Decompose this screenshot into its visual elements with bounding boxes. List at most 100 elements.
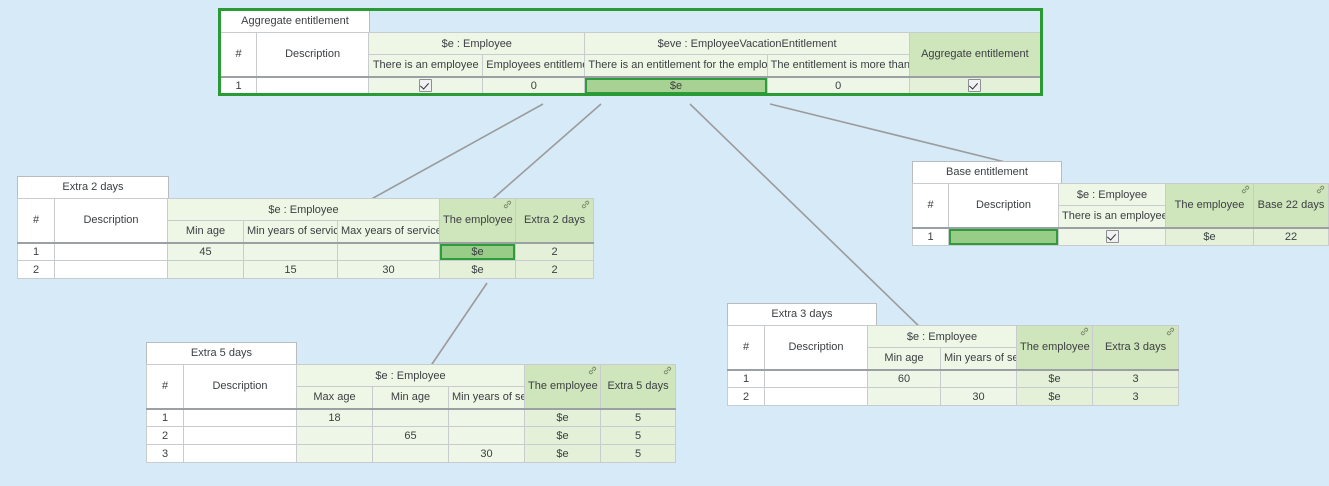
header-cell-extra-3-days-2[interactable]: Min age [867,347,941,370]
decision-table-aggregate-entitlement[interactable]: Aggregate entitlement#Description$e : Em… [219,10,1042,95]
cell-aggregate-entitlement-r0-c5[interactable]: 0 [766,75,910,95]
header-cell-extra-3-days-description[interactable]: Description [764,325,868,370]
header-group-base-entitlement-2[interactable]: $e : Employee [1058,183,1166,206]
cell-extra-5-days-r2-c1[interactable] [183,444,297,463]
header-cell-base-entitlement-index[interactable]: # [912,183,949,228]
header-group-aggregate-entitlement-2[interactable]: $e : Employee [368,32,586,55]
header-cell-extra-2-days-2[interactable]: Min age [167,220,244,243]
header-cell-aggregate-entitlement-4[interactable]: There is an entitlement for the employee [584,54,768,77]
header-cell-extra-2-days-index[interactable]: # [17,198,55,243]
cell-extra-2-days-r0-c6[interactable]: 2 [515,241,595,261]
header-cell-extra-5-days-4[interactable]: Min years of service [447,386,526,409]
cell-extra-5-days-r1-c4[interactable] [447,426,526,445]
header-cell-extra-5-days-2[interactable]: Max age [296,386,373,409]
cell-extra-2-days-r0-c5[interactable]: $e [439,241,517,261]
cell-extra-5-days-r0-c0[interactable]: 1 [146,407,184,427]
cell-extra-5-days-r1-c6[interactable]: 5 [600,426,677,445]
cell-extra-5-days-r0-c3[interactable] [372,407,449,427]
cell-base-entitlement-r0-c0[interactable]: 1 [912,226,949,246]
header-cell-extra-2-days-description[interactable]: Description [54,198,168,243]
decision-table-base-entitlement[interactable]: Base entitlement#Description$e : Employe… [912,161,1329,246]
header-cell-aggregate-entitlement-5[interactable]: The entitlement is more than [766,54,910,77]
header-cell-extra-5-days-3[interactable]: Min age [372,386,449,409]
cell-extra-2-days-r1-c2[interactable] [167,260,244,279]
header-group-extra-3-days-3[interactable]: The employee [1016,325,1094,370]
cell-extra-2-days-r1-c0[interactable]: 2 [17,260,55,279]
cell-extra-5-days-r1-c3[interactable]: 65 [372,426,449,445]
cell-extra-2-days-r1-c4[interactable]: 30 [336,260,441,279]
cell-extra-5-days-r0-c2[interactable]: 18 [296,407,373,427]
cell-extra-5-days-r0-c1[interactable] [183,407,297,427]
cell-extra-3-days-r1-c0[interactable]: 2 [727,387,765,406]
header-cell-base-entitlement-description[interactable]: Description [948,183,1059,228]
cell-extra-5-days-r2-c0[interactable]: 3 [146,444,184,463]
cell-extra-3-days-r1-c2[interactable] [867,387,941,406]
cell-extra-3-days-r0-c5[interactable]: 3 [1092,368,1180,388]
header-cell-aggregate-entitlement-3[interactable]: Employees entitlement [482,54,586,77]
header-cell-aggregate-entitlement-2[interactable]: There is an employee [368,54,484,77]
cell-extra-3-days-r1-c4[interactable]: $e [1016,387,1094,406]
cell-aggregate-entitlement-r0-c3[interactable]: 0 [482,75,586,95]
header-cell-aggregate-entitlement-description[interactable]: Description [256,32,370,77]
cell-base-entitlement-r0-c4[interactable]: 22 [1253,226,1329,246]
header-group-extra-3-days-4[interactable]: Extra 3 days [1092,325,1180,370]
cell-aggregate-entitlement-r0-c2[interactable] [368,75,484,95]
cell-extra-5-days-r2-c3[interactable] [372,444,449,463]
checkbox-checked-icon[interactable] [1105,230,1119,244]
table-title-base-entitlement[interactable]: Base entitlement [912,161,1062,184]
cell-extra-3-days-r0-c1[interactable] [764,368,868,388]
cell-extra-3-days-r1-c1[interactable] [764,387,868,406]
cell-extra-5-days-r0-c5[interactable]: $e [524,407,602,427]
header-cell-extra-3-days-3[interactable]: Min years of service [939,347,1018,370]
checkbox-checked-icon[interactable] [968,79,982,93]
cell-extra-2-days-r0-c0[interactable]: 1 [17,241,55,261]
cell-extra-3-days-r0-c0[interactable]: 1 [727,368,765,388]
cell-base-entitlement-r0-c1[interactable] [948,226,1059,246]
header-cell-base-entitlement-2[interactable]: There is an employee [1058,205,1166,228]
cell-base-entitlement-r0-c2[interactable] [1058,226,1166,246]
cell-extra-2-days-r0-c2[interactable]: 45 [167,241,244,261]
cell-extra-2-days-r1-c5[interactable]: $e [439,260,517,279]
cell-extra-5-days-r0-c6[interactable]: 5 [600,407,677,427]
cell-extra-2-days-r0-c4[interactable] [336,241,441,261]
cell-extra-2-days-r1-c1[interactable] [54,260,168,279]
cell-base-entitlement-r0-c3[interactable]: $e [1165,226,1254,246]
cell-aggregate-entitlement-r0-c4[interactable]: $e [584,75,768,95]
header-cell-extra-3-days-index[interactable]: # [727,325,765,370]
header-group-base-entitlement-3[interactable]: The employee [1165,183,1254,228]
header-group-extra-5-days-3[interactable]: The employee [524,364,602,409]
header-cell-extra-2-days-3[interactable]: Min years of service [243,220,338,243]
checkbox-checked-icon[interactable] [419,79,433,93]
header-group-extra-5-days-4[interactable]: Extra 5 days [600,364,677,409]
table-title-aggregate-entitlement[interactable]: Aggregate entitlement [220,10,370,33]
cell-extra-5-days-r2-c2[interactable] [296,444,373,463]
header-group-aggregate-entitlement-4[interactable]: Aggregate entitlement [908,32,1042,77]
cell-aggregate-entitlement-r0-c1[interactable] [256,75,370,95]
cell-extra-5-days-r1-c1[interactable] [183,426,297,445]
header-cell-extra-2-days-4[interactable]: Max years of service [336,220,441,243]
cell-extra-5-days-r1-c0[interactable]: 2 [146,426,184,445]
cell-extra-5-days-r1-c5[interactable]: $e [524,426,602,445]
header-group-extra-5-days-2[interactable]: $e : Employee [295,364,526,387]
header-cell-extra-5-days-index[interactable]: # [146,364,184,409]
cell-aggregate-entitlement-r0-c6[interactable] [908,75,1042,95]
cell-extra-2-days-r1-c3[interactable]: 15 [243,260,338,279]
cell-aggregate-entitlement-r0-c0[interactable]: 1 [219,75,258,95]
connector-aggregate-entitlement-to-base-entitlement[interactable] [769,103,1006,163]
connector-aggregate-entitlement-to-extra-3-days[interactable] [689,103,926,333]
header-group-base-entitlement-4[interactable]: Base 22 days [1253,183,1329,228]
cell-extra-5-days-r2-c4[interactable]: 30 [447,444,526,463]
cell-extra-2-days-r0-c1[interactable] [54,241,168,261]
